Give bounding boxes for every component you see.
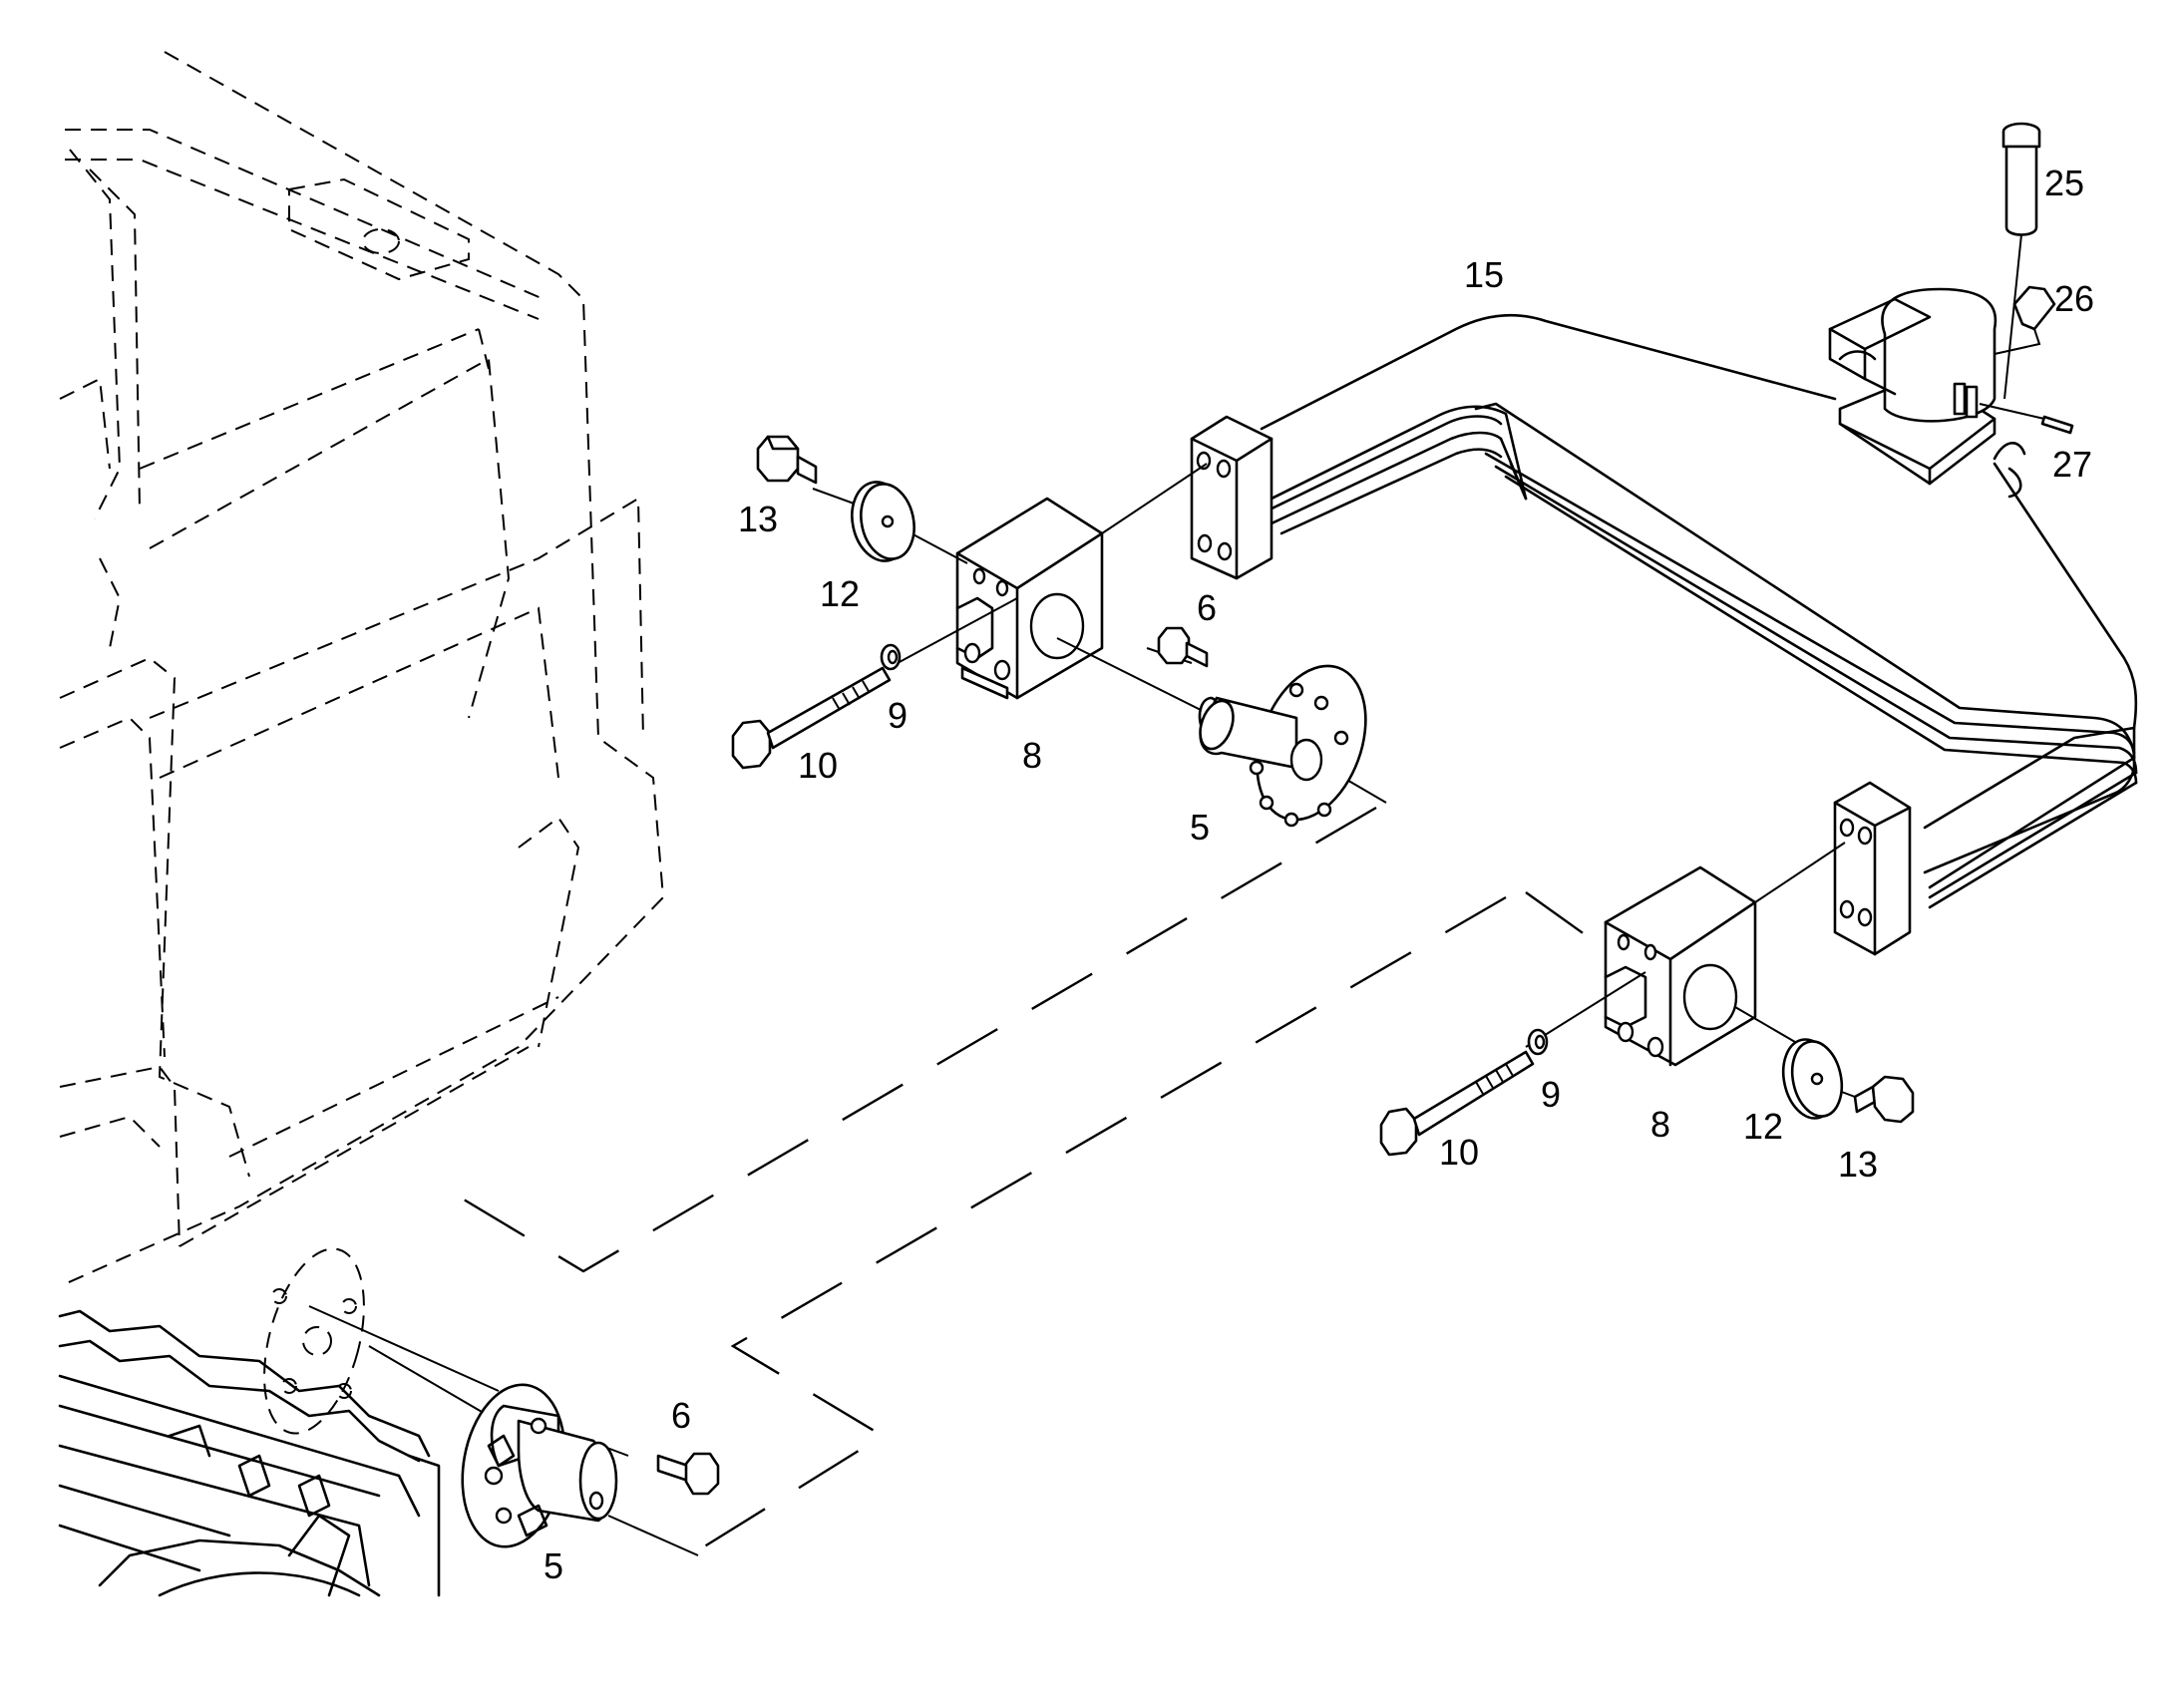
- bolt-13-lower: [1853, 1075, 1915, 1124]
- callout-27: 27: [2052, 444, 2092, 485]
- callout-5-upper: 5: [1190, 807, 1210, 848]
- callout-13-upper: 13: [738, 499, 778, 539]
- callout-10-lower: 10: [1439, 1132, 1479, 1173]
- cab-outline: [59, 51, 665, 1287]
- bolt-6-upper: [1157, 626, 1209, 668]
- bearing-block-lower: [1604, 865, 1757, 1067]
- callout-labels: 25 26 27 15 13 12 6 9 10 8 5 9 8 12 13 1…: [544, 163, 2094, 1586]
- bolt-10-upper: [731, 666, 892, 770]
- callout-12-upper: 12: [820, 573, 860, 614]
- callout-6-lower: 6: [671, 1395, 691, 1436]
- chassis-frame: [58, 1309, 441, 1597]
- callout-15: 15: [1464, 254, 1504, 295]
- upper-bar-mount-plate: [1190, 415, 1273, 580]
- clip-26: [1994, 285, 2056, 355]
- callout-8-lower: 8: [1650, 1104, 1670, 1145]
- bolt-13-upper: [756, 435, 818, 485]
- callout-26: 26: [2054, 278, 2094, 319]
- washer-12-upper: [851, 481, 915, 562]
- flange-shaft-5-upper: [1198, 664, 1367, 828]
- frame-flange-dashed: [263, 1247, 365, 1435]
- callout-25: 25: [2044, 163, 2084, 203]
- callout-12-lower: 12: [1743, 1106, 1783, 1147]
- assembly-leader-lines: [458, 806, 1597, 1552]
- callout-10-upper: 10: [798, 745, 838, 786]
- top-right-bracket: [1828, 287, 2026, 499]
- callout-9-upper: 9: [888, 695, 908, 736]
- callout-6-upper: 6: [1197, 587, 1217, 628]
- washer-9-upper: [880, 643, 902, 671]
- callout-9-lower: 9: [1541, 1074, 1561, 1115]
- callout-8-upper: 8: [1022, 735, 1042, 776]
- washer-9-lower: [1527, 1028, 1549, 1056]
- pin-27: [1979, 403, 2074, 435]
- callout-5-lower: 5: [544, 1545, 563, 1586]
- bearing-block-upper: [955, 497, 1104, 700]
- bolt-10-lower: [1379, 1050, 1535, 1157]
- stabilizer-bar: [1260, 313, 2138, 909]
- callout-13-lower: 13: [1838, 1144, 1878, 1185]
- bolt-6-lower: [656, 1452, 720, 1496]
- pin-25: [2001, 122, 2041, 400]
- lower-bar-mount-plate: [1833, 781, 1912, 956]
- flange-shaft-5-lower: [461, 1383, 618, 1548]
- washer-12-lower: [1781, 1038, 1844, 1120]
